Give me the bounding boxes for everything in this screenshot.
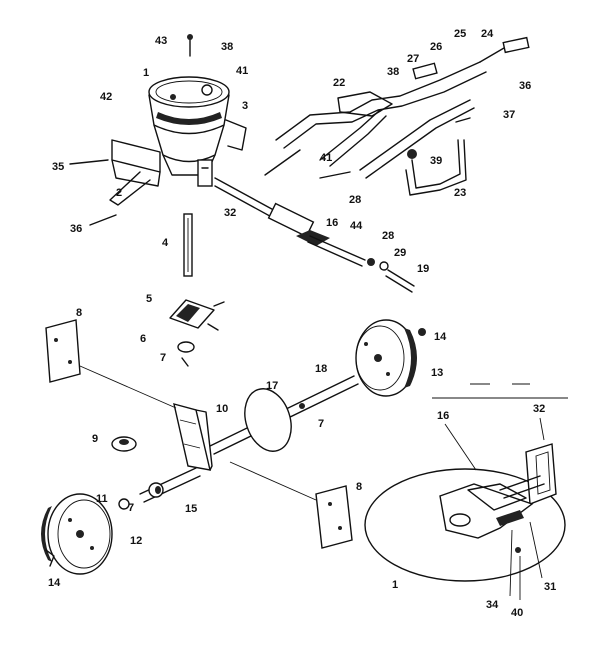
part-label: 16	[326, 217, 338, 229]
part-label: 31	[544, 581, 556, 593]
part-label: 36	[70, 223, 82, 235]
part-label: 3	[242, 100, 248, 112]
part-label: 42	[100, 91, 112, 103]
handle-assembly	[264, 36, 530, 196]
part-label: 1	[143, 67, 149, 79]
part-label: 26	[430, 41, 442, 53]
hopper-assembly	[69, 34, 293, 227]
part-number-labels: 43 38 1 41 42 3 35 2 36 32 4 5 6 7 8 10 …	[48, 28, 556, 619]
part-label: 6	[140, 333, 146, 345]
wheel-left	[41, 493, 113, 575]
part-label: 34	[486, 599, 499, 611]
part-label: 40	[511, 607, 523, 619]
part-label: 36	[519, 80, 531, 92]
part-label: 4	[162, 237, 169, 249]
part-label: 38	[221, 41, 233, 53]
part-label: 18	[315, 363, 327, 375]
part-label: 1	[392, 579, 398, 591]
part-label: 7	[160, 352, 166, 364]
part-label: 41	[236, 65, 248, 77]
part-label: 23	[454, 187, 466, 199]
part-label: 17	[266, 380, 278, 392]
part-label: 24	[481, 28, 494, 40]
wheel-right	[355, 319, 426, 397]
part-label: 27	[407, 53, 419, 65]
part-label: 5	[146, 293, 152, 305]
part-label: 35	[52, 161, 64, 173]
part-label: 2	[116, 187, 122, 199]
part-label: 22	[333, 77, 345, 89]
part-label: 41	[320, 152, 332, 164]
part-label: 10	[216, 403, 228, 415]
part-label: 19	[417, 263, 429, 275]
part-label: 43	[155, 35, 167, 47]
part-label: 25	[454, 28, 466, 40]
part-label: 8	[356, 481, 362, 493]
part-label: 7	[318, 418, 324, 430]
part-label: 28	[382, 230, 394, 242]
part-label: 32	[224, 207, 236, 219]
part-label: 14	[48, 577, 61, 589]
part-label: 13	[431, 367, 443, 379]
part-label: 39	[430, 155, 442, 167]
part-label: 15	[185, 503, 197, 515]
part-label: 12	[130, 535, 142, 547]
part-label: 28	[349, 194, 361, 206]
mounting-brackets	[45, 319, 353, 549]
axle-assembly	[79, 365, 359, 510]
drive-shaft	[169, 213, 225, 367]
control-rod-assembly	[267, 202, 415, 293]
part-label: 37	[503, 109, 515, 121]
part-label: 38	[387, 66, 399, 78]
part-label: 11	[96, 493, 108, 505]
part-label: 32	[533, 403, 545, 415]
part-label: 16	[437, 410, 449, 422]
part-label: 9	[92, 433, 98, 445]
part-label: 8	[76, 307, 82, 319]
part-label: 14	[434, 331, 447, 343]
part-label: 44	[350, 220, 363, 232]
part-label: 7	[128, 502, 134, 514]
part-label: 29	[394, 247, 406, 259]
spreader-plate-detail	[364, 383, 568, 600]
